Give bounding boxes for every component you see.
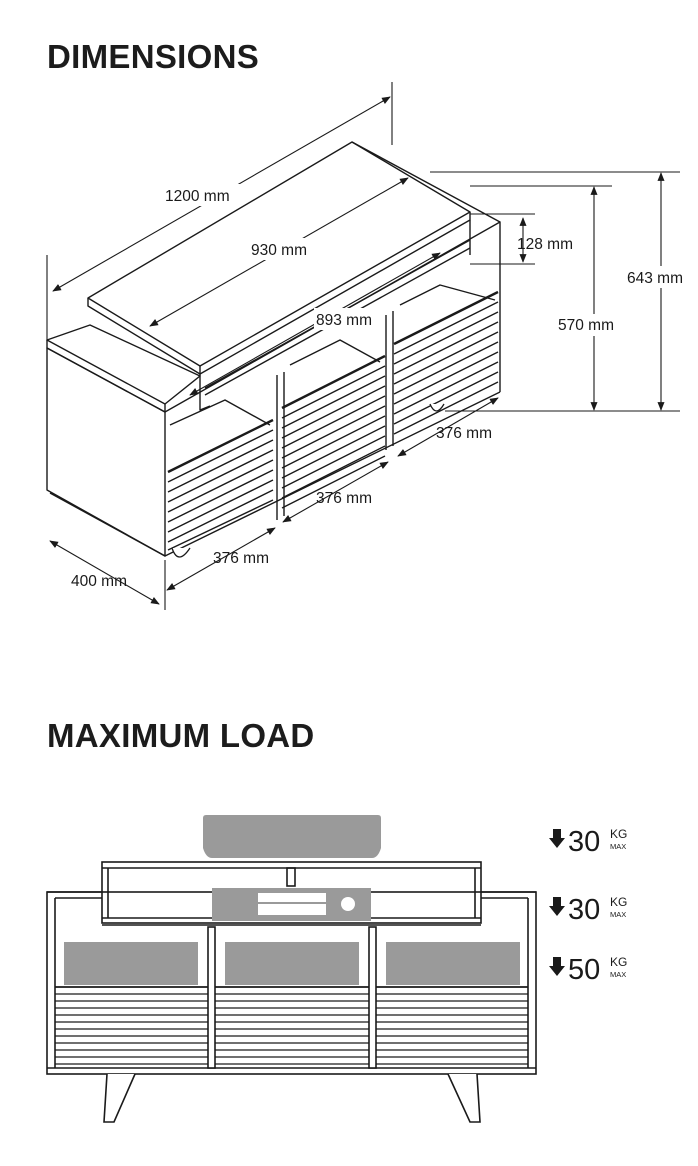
- label-570: 570 mm: [558, 317, 614, 334]
- down-arrow-icon: [549, 957, 565, 976]
- load-unit-bottom: KG: [610, 955, 627, 969]
- door-middle: [281, 354, 386, 509]
- label-643: 643 mm: [627, 270, 683, 287]
- load-unit-middle: KG: [610, 895, 627, 909]
- load-unit-top: KG: [610, 827, 627, 841]
- dimension-labels: 1200 mm 930 mm 893 mm 128 mm 570 mm 643 …: [71, 184, 696, 590]
- load-indicator-top: 30 KG MAX: [549, 826, 627, 858]
- door-right: [393, 290, 499, 435]
- load-value-top: 30: [568, 826, 600, 858]
- load-indicator-middle: 30 KG MAX: [549, 894, 627, 926]
- receiver-device: [212, 888, 371, 921]
- label-400: 400 mm: [71, 573, 127, 590]
- label-376-back: 376 mm: [436, 425, 492, 442]
- down-arrow-icon: [549, 897, 565, 916]
- label-376-front: 376 mm: [213, 550, 269, 567]
- front-view-furniture: [46, 815, 537, 1123]
- label-376-middle: 376 mm: [316, 490, 372, 507]
- label-128: 128 mm: [517, 236, 573, 253]
- iso-furniture: [46, 141, 501, 557]
- load-value-middle: 30: [568, 894, 600, 926]
- load-max-middle: MAX: [610, 910, 626, 919]
- dimensions-title: DIMENSIONS: [47, 38, 260, 75]
- front-slats: [55, 986, 528, 1065]
- down-arrow-icon: [549, 829, 565, 848]
- door-left: [167, 418, 274, 551]
- load-value-bottom: 50: [568, 954, 600, 986]
- label-930: 930 mm: [251, 242, 307, 259]
- label-1200: 1200 mm: [165, 188, 230, 205]
- storage-boxes: [64, 942, 520, 985]
- load-indicator-bottom: 50 KG MAX: [549, 954, 627, 986]
- top-device: [203, 815, 381, 858]
- load-max-top: MAX: [610, 842, 626, 851]
- label-893: 893 mm: [316, 312, 372, 329]
- load-max-bottom: MAX: [610, 970, 626, 979]
- max-load-title: MAXIMUM LOAD: [47, 717, 315, 754]
